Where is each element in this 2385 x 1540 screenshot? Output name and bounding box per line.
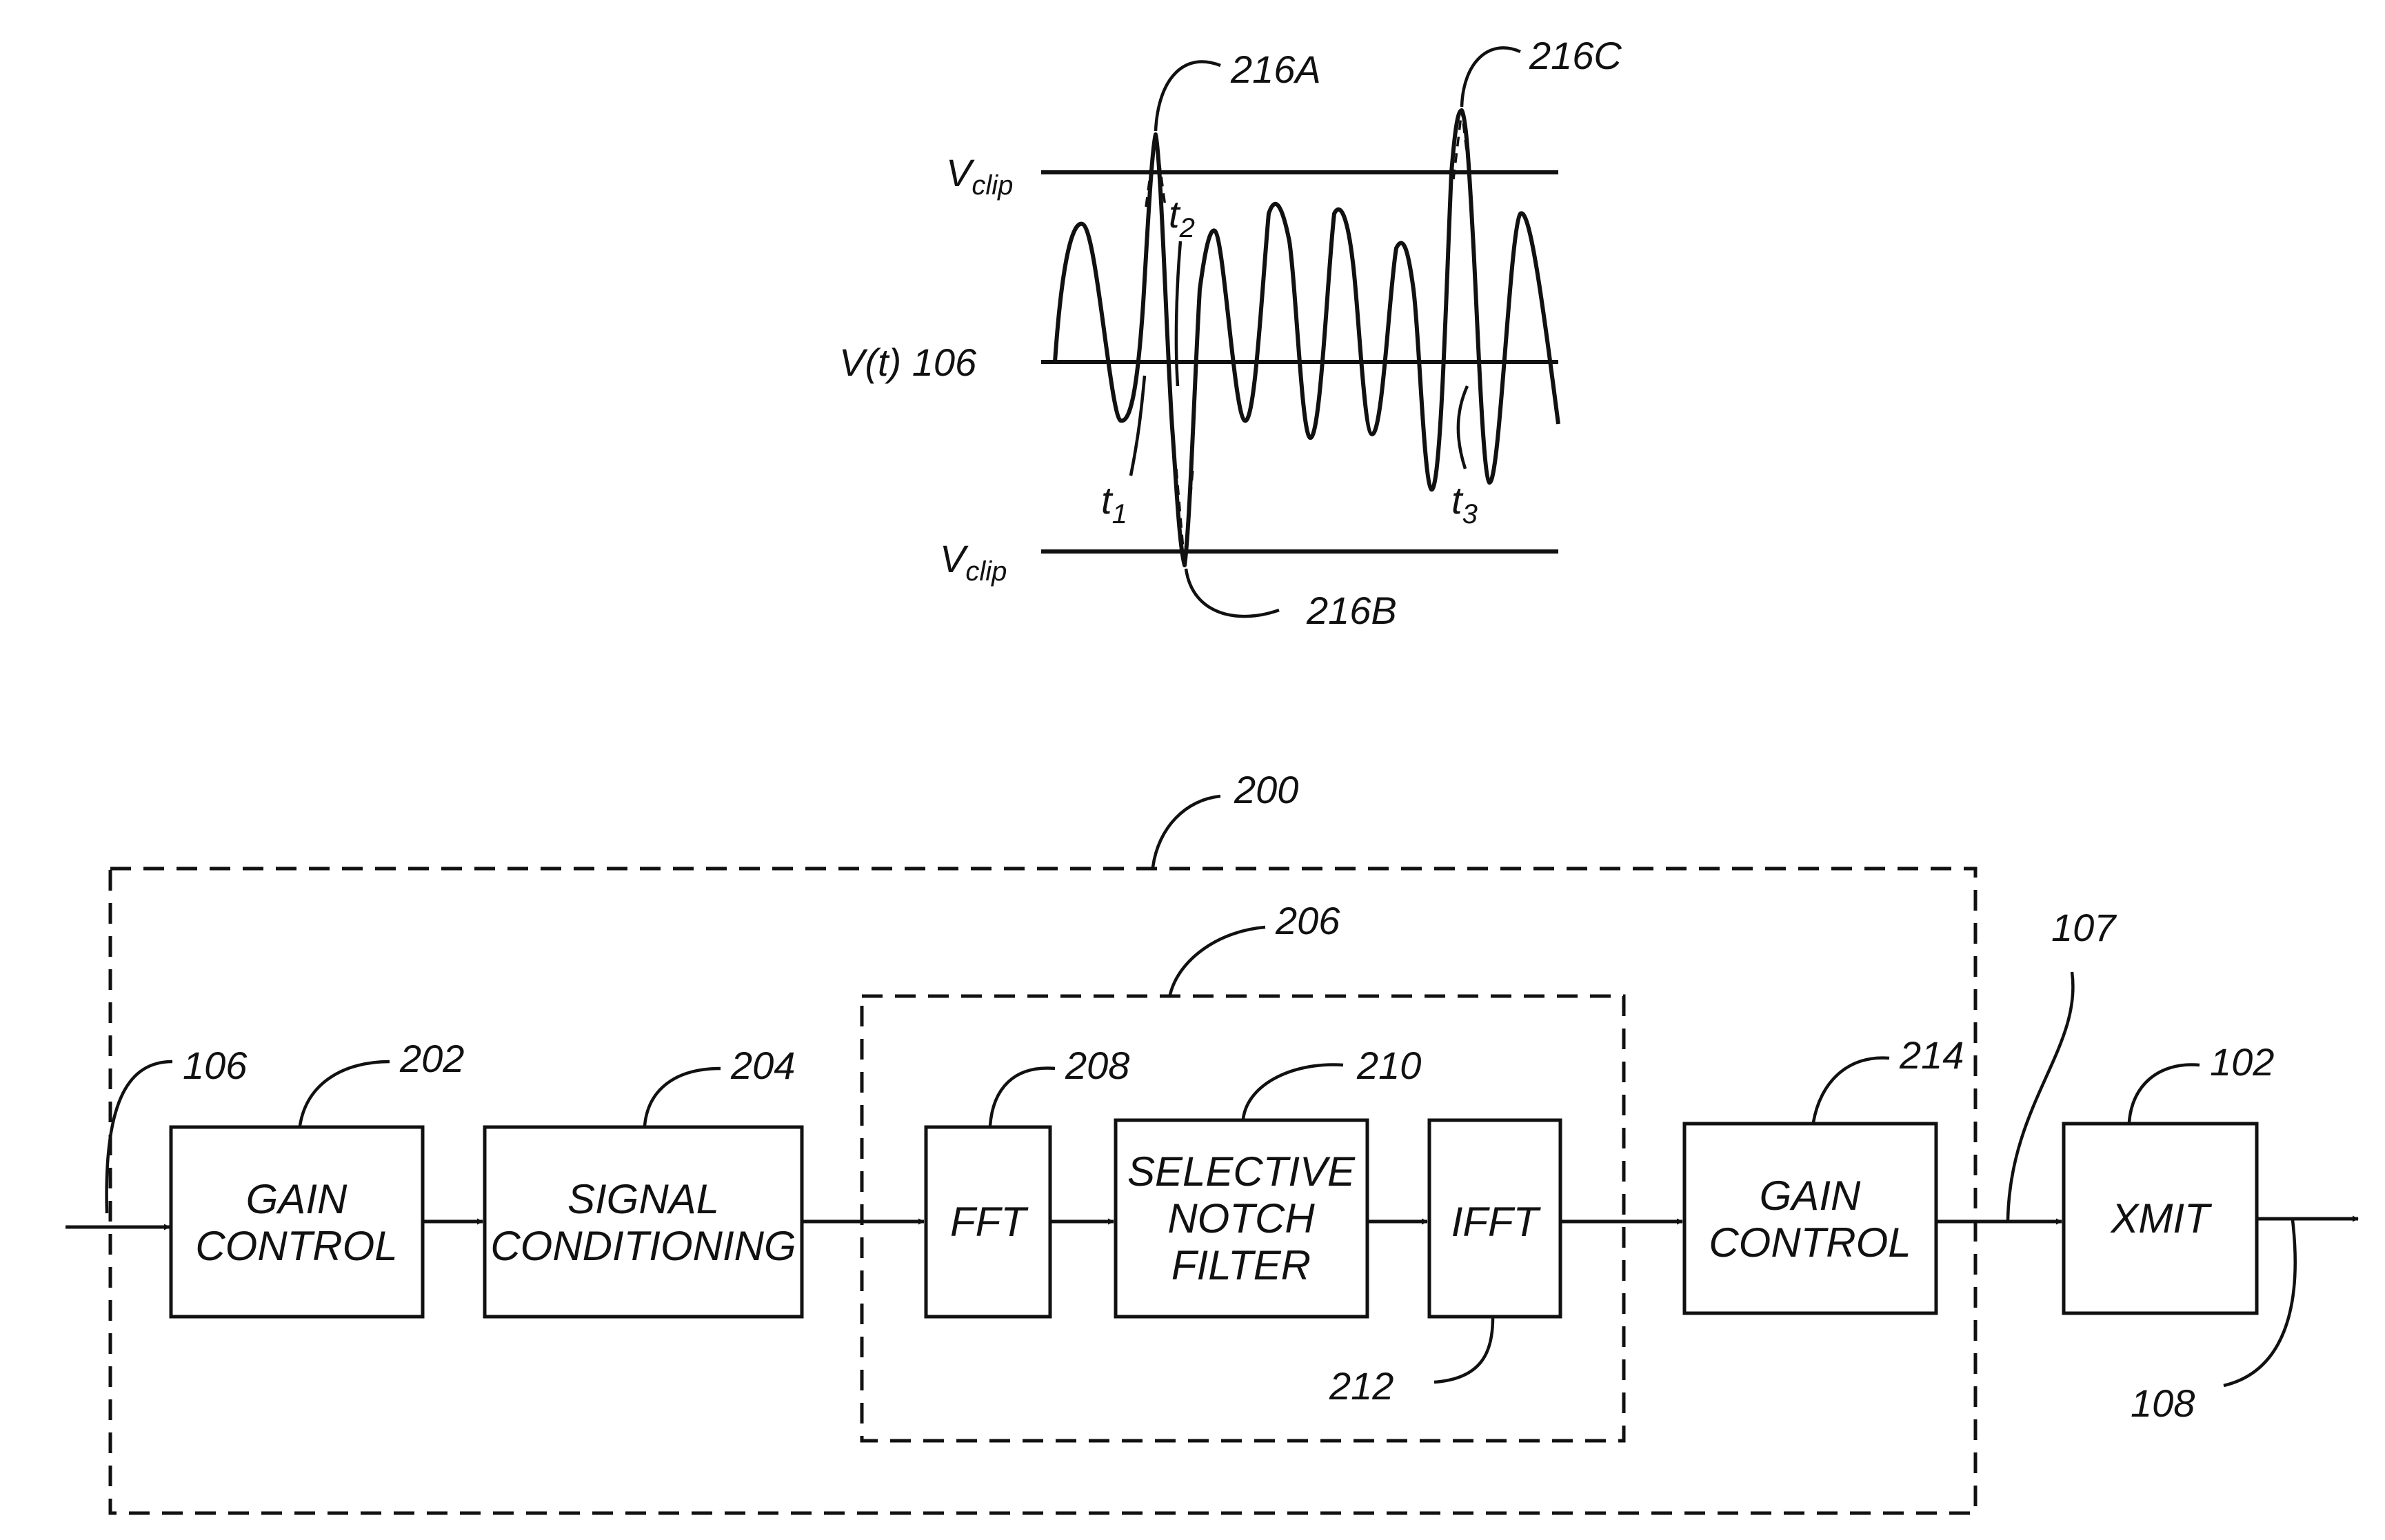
- t2-leader: [1176, 241, 1180, 386]
- xmit-out-ref-label: 108: [2131, 1381, 2195, 1425]
- signal-conditioning-label: SIGNALCONDITIONING: [490, 1176, 796, 1269]
- peak-216b-label: 216B: [1306, 589, 1397, 632]
- signal-conditioning-leader: [645, 1068, 721, 1126]
- peak-216c-label: 216C: [1529, 34, 1622, 77]
- notch-filter-label: SELECTIVENOTCHFILTER: [1127, 1148, 1356, 1288]
- subsystem-ref-leader: [1170, 927, 1265, 995]
- system-ref-label: 200: [1234, 768, 1298, 811]
- block-diagram: 200 206 106 GAINCONTROL 202 SIGNALCONDIT…: [66, 768, 2358, 1513]
- fft-label: FFT: [950, 1199, 1029, 1245]
- gain-control-1-label: GAINCONTROL: [195, 1176, 397, 1269]
- t1-label: t1: [1101, 478, 1127, 529]
- xmit-label: XMIT: [2109, 1195, 2213, 1242]
- peak-216a-leader: [1156, 61, 1220, 131]
- peak-216a-label: 216A: [1230, 48, 1321, 91]
- notch-filter-ref: 210: [1356, 1044, 1421, 1087]
- signal-conditioning-ref: 204: [730, 1044, 795, 1087]
- t3-leader: [1458, 386, 1467, 469]
- subsystem-ref-label: 206: [1275, 899, 1340, 942]
- waveform-plot: Vclip V(t) 106 Vclip t1 t2 t3 216A 216C …: [839, 34, 1622, 632]
- ifft-label: IFFT: [1451, 1199, 1542, 1245]
- gain-control-2-leader: [1813, 1058, 1889, 1122]
- system-200-boundary: [110, 869, 1975, 1513]
- output-ref-label: 107: [2051, 906, 2117, 949]
- ifft-ref: 212: [1329, 1364, 1393, 1408]
- peak-216b-leader: [1186, 569, 1279, 616]
- xmit-leader: [2129, 1065, 2200, 1122]
- signal-waveform: [1055, 110, 1558, 565]
- gain-control-1-leader: [300, 1062, 390, 1126]
- gain-control-2-label: GAINCONTROL: [1709, 1173, 1911, 1266]
- t2-label: t2: [1169, 192, 1195, 243]
- ifft-leader: [1434, 1318, 1493, 1382]
- fft-leader: [990, 1068, 1055, 1126]
- xmit-ref: 102: [2210, 1040, 2274, 1084]
- vclip-upper-label: Vclip: [946, 151, 1013, 201]
- notch-filter-leader: [1243, 1064, 1343, 1119]
- gain-control-1-ref: 202: [399, 1037, 464, 1080]
- gain-control-2-ref: 214: [1899, 1033, 1964, 1077]
- t3-label: t3: [1451, 478, 1478, 529]
- peak-216c-leader: [1462, 48, 1520, 107]
- fft-ref: 208: [1065, 1044, 1129, 1087]
- xmit-out-leader: [2224, 1220, 2295, 1386]
- system-ref-leader: [1153, 796, 1220, 867]
- input-ref-leader: [107, 1062, 172, 1213]
- vclip-lower-label: Vclip: [940, 537, 1007, 587]
- signal-label: V(t) 106: [839, 341, 977, 384]
- input-ref-label: 106: [183, 1044, 248, 1087]
